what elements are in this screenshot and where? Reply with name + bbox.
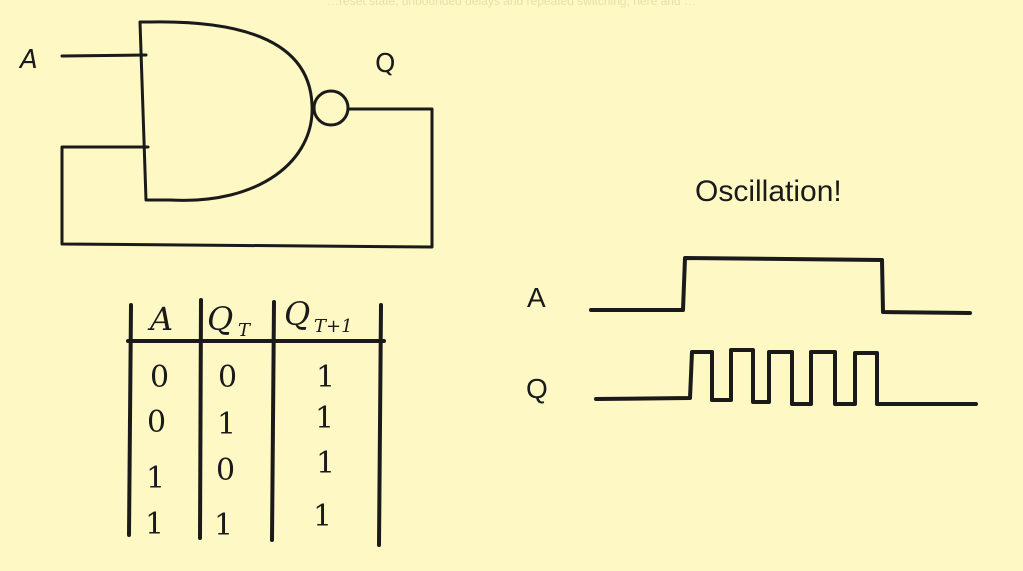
table-header-qt1: Q T+1 <box>284 295 353 337</box>
table-cell: 1 <box>316 360 335 395</box>
table-cell: 1 <box>146 461 165 496</box>
table-header-a: A <box>147 300 173 338</box>
table-cell: 1 <box>313 499 332 534</box>
feedback-wire <box>60 107 434 249</box>
table-cell: 0 <box>218 360 237 395</box>
signal-a-label: A <box>527 282 546 313</box>
svg-text:Q: Q <box>284 295 310 333</box>
table-left-border <box>127 303 133 537</box>
table-cell: 1 <box>315 401 334 436</box>
table-cell: 1 <box>217 407 236 442</box>
waveform-q <box>594 348 978 406</box>
table-right-border <box>377 303 383 547</box>
table-col-divider-2 <box>270 300 276 542</box>
svg-text:Q: Q <box>207 300 233 338</box>
table-cell: 0 <box>147 405 166 440</box>
waveform-title: Oscillation! <box>695 175 842 208</box>
table-cell: 0 <box>150 360 169 395</box>
circuit-input-label: A <box>18 45 38 75</box>
waveform-a <box>589 256 972 315</box>
inversion-bubble <box>312 89 350 127</box>
svg-text:T: T <box>238 320 252 341</box>
circuit-output-label: Q <box>375 49 395 79</box>
svg-text:T+1: T+1 <box>314 316 353 337</box>
signal-q-label: Q <box>526 373 548 404</box>
table-cell: 1 <box>316 446 335 481</box>
table-cell: 1 <box>145 507 164 542</box>
input-a-wire <box>60 53 148 58</box>
top-caption: …reset state, unbounded delays and repea… <box>327 0 696 8</box>
table-cell: 1 <box>214 508 233 543</box>
table-header-qt: Q T <box>207 300 252 341</box>
table-cell: 0 <box>216 453 235 488</box>
nand-gate-body <box>138 20 314 202</box>
table-col-divider-1 <box>198 298 203 540</box>
